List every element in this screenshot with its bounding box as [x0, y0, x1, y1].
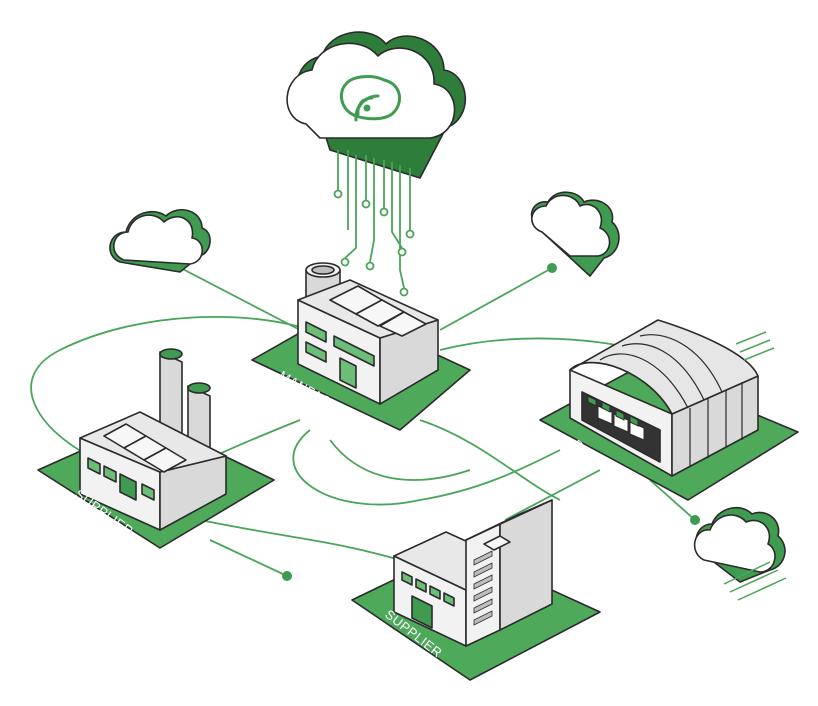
small-cloud-bottom-right: [693, 506, 787, 601]
factory-icon: [297, 262, 439, 405]
manufacturing-node: MANFACTURRG: [251, 262, 471, 434]
wifi-cloud-icon: [339, 75, 401, 122]
supplier-left-node: SUPPLIER: [37, 348, 275, 549]
small-cloud-left: [109, 208, 211, 273]
connection-dot: [690, 515, 700, 525]
main-cloud: [286, 31, 467, 179]
connection-dot: [547, 263, 557, 273]
office-warehouse-icon: [393, 499, 553, 647]
connection-dot: [282, 571, 292, 581]
trace-dots: [333, 189, 415, 297]
distributor-node: DISTRIBUTOR: [539, 319, 799, 506]
warehouse-icon: [569, 319, 775, 477]
small-cloud-right: [530, 191, 620, 277]
cloud-data-traces: [337, 150, 411, 289]
connection-lines: [30, 264, 696, 576]
supplier-bottom-node: SUPPLIER: [351, 499, 601, 681]
smokestack-factory-icon: [79, 348, 227, 531]
